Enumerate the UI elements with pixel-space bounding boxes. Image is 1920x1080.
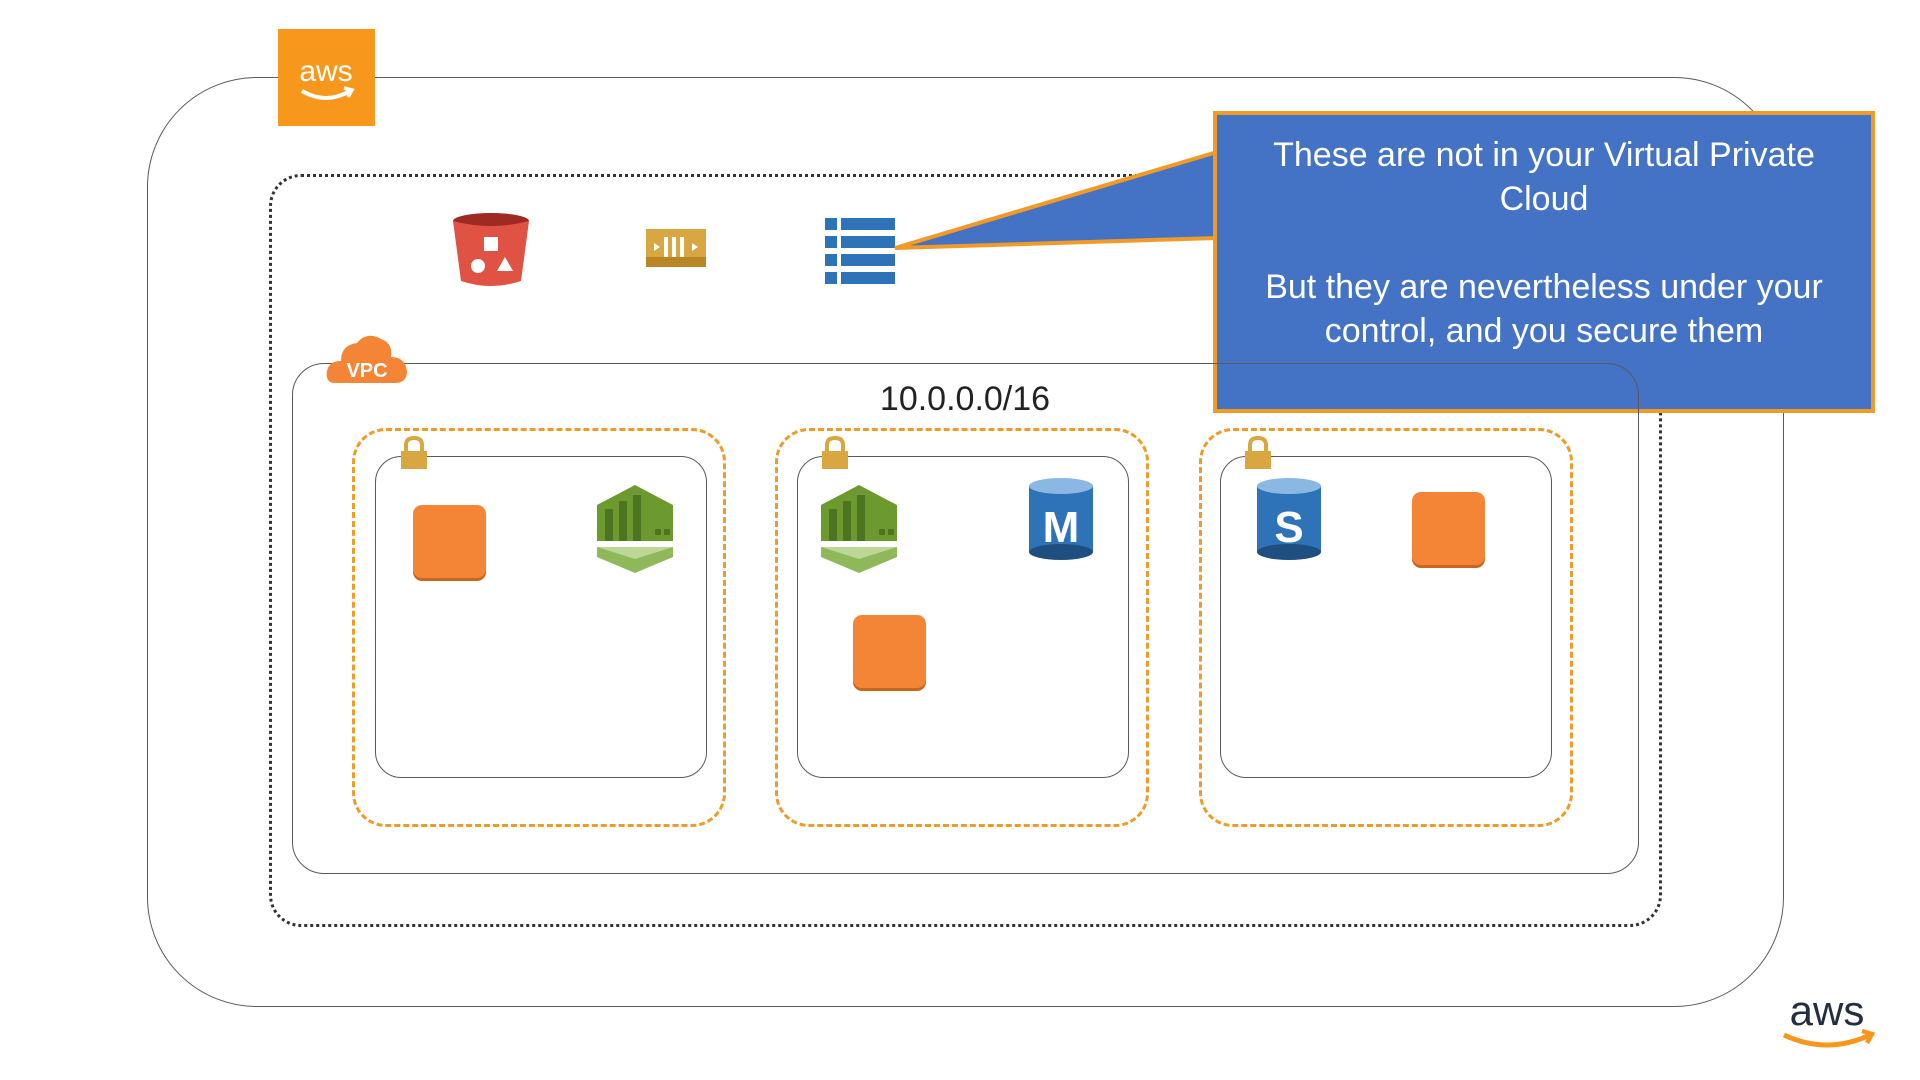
availability-zone-2 [775, 428, 1149, 827]
callout-text-not-in-vpc: These are not in your Virtual Private Cl… [1273, 136, 1815, 218]
region-boundary [269, 174, 1662, 927]
rds-master-icon: M [1029, 478, 1093, 560]
lock-icon [822, 436, 848, 469]
svg-text:aws: aws [1790, 987, 1865, 1034]
rds-standby-icon: S [1257, 478, 1321, 560]
callout-pointer [894, 150, 1220, 250]
vpc-cloud-icon: VPC [326, 335, 407, 383]
availability-zone-1 [352, 428, 726, 827]
vpc-boundary [292, 363, 1639, 874]
sqs-queue-icon [646, 229, 706, 267]
svg-text:M: M [1043, 503, 1080, 552]
ec2-instance-icon [853, 615, 926, 688]
aws-cloud-badge: aws [278, 29, 375, 126]
s3-bucket-icon [453, 213, 529, 286]
ecs-container-icon [821, 485, 897, 573]
lock-icon [401, 436, 427, 469]
ec2-instance-icon [413, 505, 486, 578]
callout-text-under-control: But they are nevertheless under your con… [1265, 268, 1823, 350]
callout-box: These are not in your Virtual Private Cl… [1213, 111, 1875, 413]
ec2-instance-icon [1412, 492, 1485, 565]
aws-cloud-boundary [147, 77, 1784, 1007]
aws-logo-icon: aws [299, 55, 355, 100]
svg-text:S: S [1274, 503, 1303, 552]
svg-text:VPC: VPC [346, 360, 387, 382]
ecs-container-icon [597, 485, 673, 573]
svg-text:aws: aws [299, 55, 352, 88]
aws-logo-icon: aws [1782, 987, 1876, 1048]
availability-zone-3 [1199, 428, 1573, 827]
vpc-cidr-label: 10.0.0.0/16 [879, 380, 1051, 418]
dynamodb-table-icon [825, 218, 895, 284]
lock-icon [1245, 436, 1271, 469]
